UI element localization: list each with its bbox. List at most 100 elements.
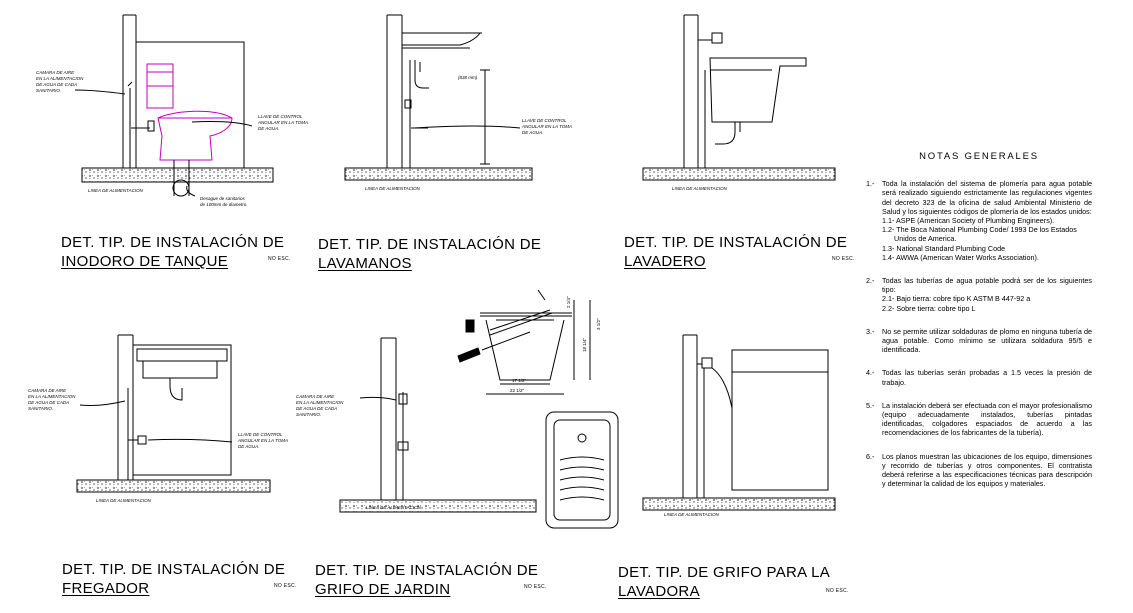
label-llave-3: DE AGUA.: [238, 444, 259, 449]
note-subitem: 2.1- Bajo tierra: cobre tipo K ASTM B 44…: [882, 294, 1031, 304]
dim-ancho-total: 22 1/2": [510, 388, 525, 393]
dim-altura-2: 18 1/4": [582, 337, 587, 352]
label-camara-aire-2: EN LA ALIMENTACION: [296, 400, 344, 405]
note-3: 3.- No se permite utilizar soldaduras de…: [866, 327, 1092, 355]
scale-note: NO ESC.: [826, 588, 849, 594]
dim-altura-3: 3 1/2": [596, 318, 601, 330]
label-llave-1: LLAVE DE CONTROL: [258, 114, 303, 119]
detail-grifo-jardin: [339, 337, 537, 513]
note-number: 6.-: [866, 451, 875, 461]
grifo-jardin-labels: CAMARA DE AIRE EN LA ALIMENTACION DE AGU…: [296, 394, 422, 510]
lavadero-labels: LINEA DE ALIMENTACION: [672, 186, 728, 191]
label-llave-1: LLAVE DE CONTROL: [238, 432, 283, 437]
label-linea-alim: LINEA DE ALIMENTACION: [366, 505, 422, 510]
label-camara-aire-4: SANITARIO.: [296, 412, 321, 417]
note-5: 5.- La instalación deberá ser efectuada …: [866, 401, 1092, 438]
label-altura-lavamanos: (838 mm): [458, 75, 478, 80]
label-camara-aire-4: SANITARIO.: [28, 406, 53, 411]
note-subitem: 1.2- The Boca National Plumbing Code/ 19…: [882, 225, 1077, 235]
scale-note: NO ESC.: [524, 584, 547, 590]
note-text: La instalación deberá ser efectuada con …: [882, 400, 1092, 438]
title-line-1: DET. TIP. DE INSTALACIÓN DE: [624, 234, 848, 251]
note-subitem: 1.1- ASPE (American Society of Plumbing …: [882, 216, 1055, 226]
title-lavadero: DET. TIP. DE INSTALACIÓN DE LAVADERO: [624, 233, 847, 271]
title-grifo-lavadora: DET. TIP. DE GRIFO PARA LA LAVADORA: [618, 563, 830, 601]
title-line-1: DET. TIP. DE INSTALACIÓN DE: [318, 236, 542, 253]
label-linea-alim: LINEA DE ALIMENTACION: [365, 186, 421, 191]
note-1: 1.- Toda la instalación del sistema de p…: [866, 179, 1092, 262]
lavamanos-labels: (838 mm) LLAVE DE CONTROL ANGULAR EN LA …: [365, 75, 572, 191]
note-4: 4.- Todas las tuberías serán probadas a …: [866, 368, 1092, 386]
label-llave-2: ANGULAR EN LA TOMA: [237, 438, 288, 443]
label-camara-aire-3: DE AGUA DE CADA: [36, 82, 77, 87]
note-number: 5.-: [866, 400, 875, 410]
label-llave-3: DE AGUA.: [258, 126, 279, 131]
title-line-2: LAVADERO: [624, 253, 706, 270]
title-line-2: LAVADORA: [618, 583, 700, 600]
label-linea-alim: LINEA DE ALIMENTACION: [88, 188, 144, 193]
detail-inodoro: [74, 14, 274, 197]
label-desague-2: de 100mm de diametro.: [200, 202, 248, 207]
dim-altura-1: 2 1/4": [566, 296, 571, 308]
title-line-2: LAVAMANOS: [318, 255, 412, 272]
sink-dimensions: 17 1/2" 22 1/2" 2 1/4" 18 1/4" 3 1/2": [510, 296, 601, 393]
title-line-2: FREGADOR: [62, 580, 150, 597]
label-camara-aire-1: CAMARA DE AIRE: [36, 70, 75, 75]
note-text: Todas las tuberías de agua potable podrá…: [882, 276, 1092, 295]
title-line-1: DET. TIP. DE INSTALACIÓN DE: [62, 561, 286, 578]
label-desague-1: Desague de sanitarios: [200, 196, 246, 201]
note-number: 2.-: [866, 276, 875, 286]
detail-fregador: [76, 334, 271, 493]
label-camara-aire-1: CAMARA DE AIRE: [28, 388, 67, 393]
note-text: No se permite utilizar soldaduras de plo…: [882, 326, 1092, 355]
label-camara-aire-3: DE AGUA DE CADA: [28, 400, 69, 405]
note-subitem: 2.2- Sobre tierra: cobre tipo L: [882, 303, 976, 313]
note-number: 4.-: [866, 368, 875, 378]
note-2: 2.- Todas las tuberías de agua potable p…: [866, 276, 1092, 313]
note-subitem: 1.4- AWWA (American Water Works Associat…: [882, 252, 1039, 262]
title-line-1: DET. TIP. DE GRIFO PARA LA: [618, 564, 831, 581]
detail-sink-section: [457, 289, 619, 529]
label-linea-alim: LINEA DE ALIMENTACION: [672, 186, 728, 191]
label-camara-aire-1: CAMARA DE AIRE: [296, 394, 335, 399]
note-subitem: 1.3- National Standard Plumbing Code: [882, 243, 1006, 253]
label-llave-2: ANGULAR EN LA TOMA: [521, 124, 572, 129]
notes-heading: NOTAS GENERALES: [919, 151, 1039, 162]
scale-note: NO ESC.: [832, 256, 855, 262]
note-subitem: Unidos de America.: [894, 234, 957, 244]
label-camara-aire-3: DE AGUA DE CADA: [296, 406, 337, 411]
title-grifo-jardin: DET. TIP. DE INSTALACIÓN DE GRIFO DE JAR…: [315, 561, 538, 599]
detail-grifo-lavadora: [642, 334, 836, 511]
note-text: Toda la instalación del sistema de plome…: [882, 179, 1092, 216]
title-line-2: GRIFO DE JARDIN: [315, 581, 451, 598]
note-6: 6.- Los planos muestran las ubicaciones …: [866, 452, 1092, 489]
title-fregador: DET. TIP. DE INSTALACIÓN DE FREGADOR: [62, 560, 285, 598]
title-lavamanos: DET. TIP. DE INSTALACIÓN DE LAVAMANOS: [318, 235, 541, 273]
scale-note: NO ESC.: [268, 256, 291, 262]
general-notes: NOTAS GENERALES 1.- Toda la instalación …: [866, 152, 1092, 502]
label-camara-aire-2: EN LA ALIMENTACION: [36, 76, 84, 81]
title-line-2: INODORO DE TANQUE: [61, 253, 229, 270]
detail-lavamanos: [344, 14, 533, 181]
lavadora-labels: LINEA DE ALIMENTACION: [664, 512, 720, 517]
note-text: Todas las tuberías serán probadas a 1.5 …: [882, 368, 1092, 387]
label-linea-alim: LINEA DE ALIMENTACION: [664, 512, 720, 517]
toilet-fixture: [146, 63, 233, 161]
detail-lavadero: [642, 14, 836, 181]
label-llave-2: ANGULAR EN LA TOMA: [257, 120, 308, 125]
label-camara-aire-2: EN LA ALIMENTACION: [28, 394, 76, 399]
label-camara-aire-4: SANITARIO.: [36, 88, 61, 93]
note-number: 1.-: [866, 179, 875, 189]
title-line-1: DET. TIP. DE INSTALACIÓN DE: [315, 562, 539, 579]
note-text: Los planos muestran las ubicaciones de l…: [882, 451, 1092, 489]
inodoro-labels: CAMARA DE AIRE EN LA ALIMENTACION DE AGU…: [36, 70, 308, 207]
label-llave-3: DE AGUA.: [522, 130, 543, 135]
fregador-labels: CAMARA DE AIRE EN LA ALIMENTACION DE AGU…: [28, 388, 288, 503]
title-inodoro: DET. TIP. DE INSTALACIÓN DE INODORO DE T…: [61, 233, 284, 271]
label-llave-1: LLAVE DE CONTROL: [522, 118, 567, 123]
dim-ancho-inferior: 17 1/2": [512, 378, 527, 383]
scale-note: NO ESC.: [274, 583, 297, 589]
note-number: 3.-: [866, 326, 875, 336]
